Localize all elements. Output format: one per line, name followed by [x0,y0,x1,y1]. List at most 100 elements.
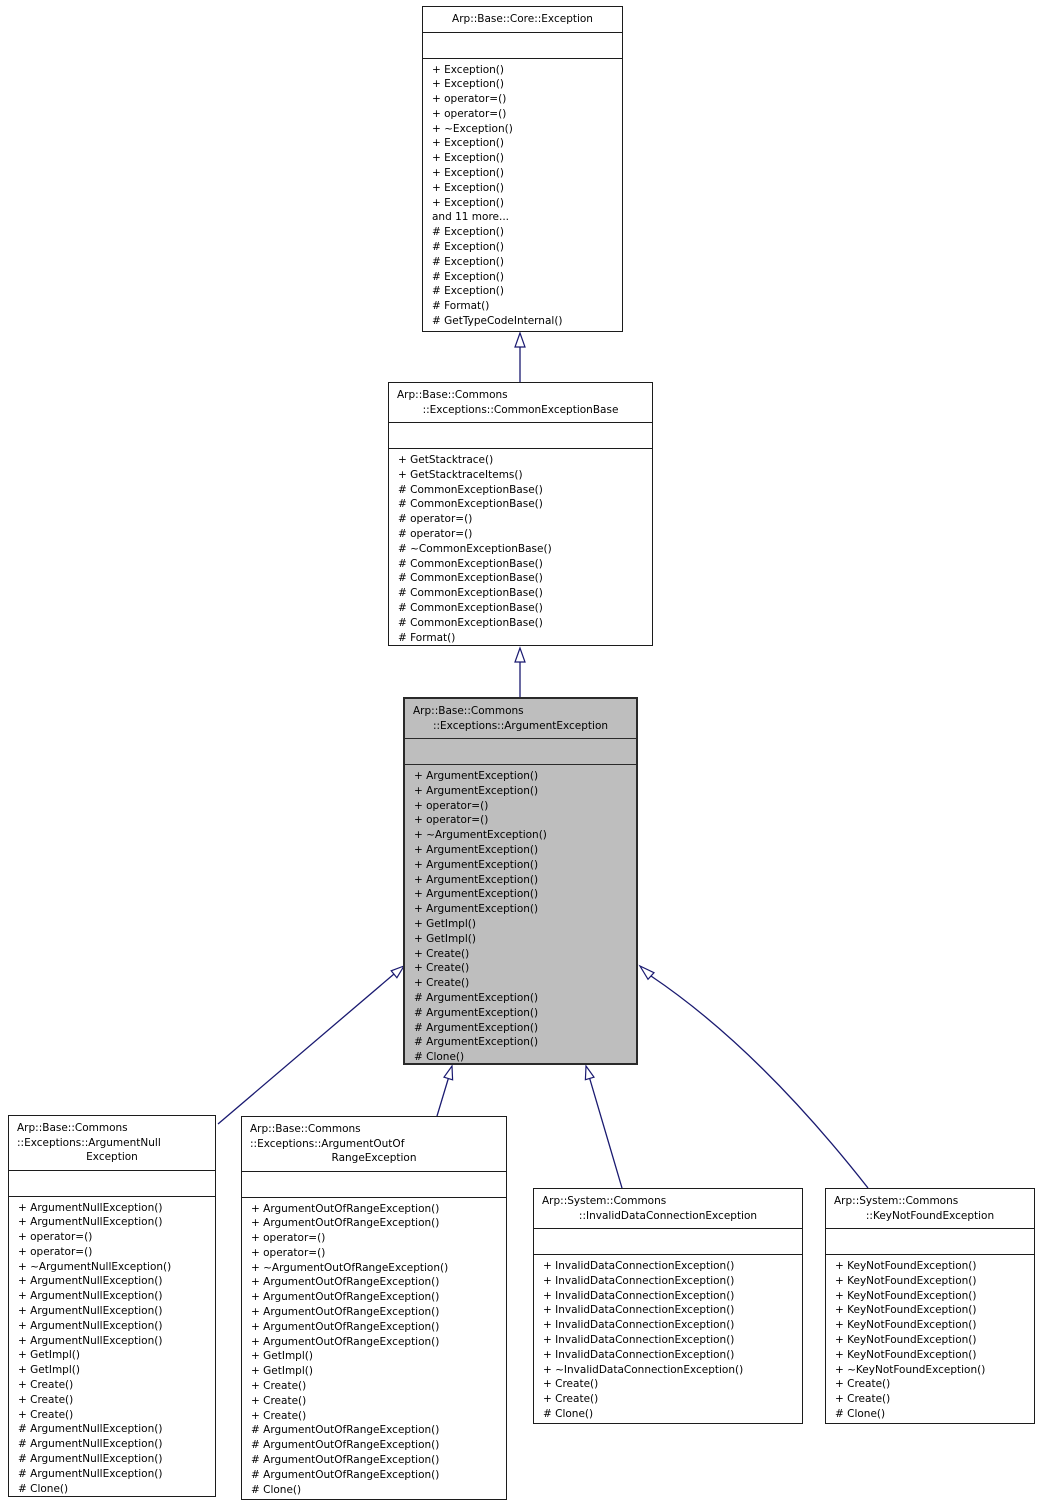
member-row: + ArgumentException() [414,888,539,901]
member-row: + ArgumentNullException() [18,1319,163,1332]
member-row: + Exception() [432,152,505,165]
member-row: # ArgumentException() [414,1006,539,1019]
member-row: + ~InvalidDataConnectionException() [543,1363,744,1376]
member-row: + Create() [18,1408,74,1421]
methods-section: + ArgumentNullException() + ArgumentNullE… [9,1197,215,1497]
class-box-argument-exception[interactable]: Arp::Base::Commons::Exceptions::Argument… [403,697,638,1065]
member-row: + KeyNotFoundException() [835,1289,977,1302]
class-title-line: ::Exceptions::ArgumentOutOf [250,1137,405,1150]
inheritance-arrowhead [390,964,406,979]
member-row: + ArgumentOutOfRangeException() [251,1306,440,1319]
class-box-argument-out-of-range-exception[interactable]: Arp::Base::Commons::Exceptions::Argument… [241,1116,507,1500]
class-box-argument-null-exception[interactable]: Arp::Base::Commons::Exceptions::Argument… [8,1115,216,1497]
member-row: # Clone() [835,1407,886,1420]
member-row: + InvalidDataConnectionException() [543,1260,735,1272]
member-row: # Clone() [18,1482,69,1495]
inheritance-edge-keynotfound-to-argument [650,975,869,1189]
member-row: + ArgumentException() [414,858,539,871]
member-row: + ArgumentOutOfRangeException() [251,1335,440,1348]
member-row: # CommonExceptionBase() [398,587,543,600]
member-row: + operator=() [414,799,489,812]
class-box-key-not-found-exception[interactable]: Arp::System::Commons::KeyNotFoundExcepti… [825,1188,1035,1424]
class-title-line: Arp::Base::Commons [250,1123,361,1135]
inheritance-arrowhead [584,1064,595,1081]
member-row: + GetImpl() [251,1365,313,1378]
member-row: + ~Exception() [432,122,513,135]
member-row: + Create() [251,1380,307,1393]
member-row: # GetTypeCodeInternal() [432,315,563,328]
member-row: + Create() [18,1393,74,1406]
class-title-line: Arp::System::Commons [834,1195,959,1207]
member-row: + operator=() [251,1246,326,1259]
member-row: + InvalidDataConnectionException() [543,1304,735,1317]
class-title: Arp::System::Commons::InvalidDataConnect… [534,1189,802,1229]
class-box-exception[interactable]: Arp::Base::Core::Exception + Exception()… [422,6,623,332]
member-row: # Clone() [543,1407,594,1420]
member-row: + operator=() [432,93,507,106]
member-row: + KeyNotFoundException() [835,1304,977,1317]
member-row: # operator=() [398,513,473,526]
member-row: + Create() [414,962,470,975]
member-row: + operator=() [18,1231,93,1244]
class-title: Arp::Base::Commons::Exceptions::CommonEx… [389,383,652,423]
class-title-line: ::Exceptions::CommonExceptionBase [422,403,619,416]
member-row: + KeyNotFoundException() [835,1333,977,1346]
class-box-invalid-data-connection-exception[interactable]: Arp::System::Commons::InvalidDataConnect… [533,1188,803,1424]
inheritance-edge-argnull-to-argument [217,973,395,1125]
member-row: # Exception() [432,255,505,268]
inheritance-arrowhead [514,331,526,348]
member-row: + ArgumentNullException() [18,1216,163,1229]
member-row: + Exception() [432,137,505,150]
class-title: Arp::Base::Commons::Exceptions::Argument… [9,1116,215,1171]
member-row: # ArgumentException() [414,1036,539,1049]
attributes-section-empty [534,1229,802,1255]
member-row: + Create() [543,1393,599,1406]
member-row: # ArgumentNullException() [18,1423,163,1436]
member-row: + ~ArgumentNullException() [18,1260,172,1273]
member-row: + Create() [414,947,470,960]
member-row: # Exception() [432,270,505,283]
attributes-section-empty [423,33,622,59]
class-box-common-exception-base[interactable]: Arp::Base::Commons::Exceptions::CommonEx… [388,382,653,646]
attributes-section-empty [242,1172,506,1198]
methods-section: + Exception() + Exception() + operator=() +… [423,59,622,332]
member-row: + GetStacktraceItems() [398,468,523,481]
member-row: # ArgumentException() [414,991,539,1004]
member-row: # CommonExceptionBase() [398,616,543,629]
member-row: + InvalidDataConnectionException() [543,1274,735,1287]
methods-section: + KeyNotFoundException() + KeyNotFoundExc… [826,1255,1034,1423]
member-row: # Format() [432,300,490,313]
member-row: + ArgumentNullException() [18,1201,163,1214]
member-row: # Format() [398,631,456,644]
member-row: + Exception() [432,167,505,180]
member-row: # ArgumentOutOfRangeException() [251,1424,440,1437]
member-row: + operator=() [414,814,489,827]
member-row: + ArgumentOutOfRangeException() [251,1276,440,1289]
member-row: + ArgumentNullException() [18,1290,163,1303]
member-row: + GetImpl() [251,1350,313,1363]
member-row: # Clone() [251,1483,302,1496]
member-row: + Create() [251,1409,307,1422]
member-row: + KeyNotFoundException() [835,1348,977,1361]
class-title: Arp::Base::Commons::Exceptions::Argument… [242,1117,506,1172]
class-title-line: Arp::Base::Commons [397,389,508,401]
class-title-line: Exception [86,1151,138,1163]
member-row: # ArgumentOutOfRangeException() [251,1468,440,1481]
member-row: + GetImpl() [18,1364,80,1377]
member-row: + KeyNotFoundException() [835,1274,977,1287]
member-row: + InvalidDataConnectionException() [543,1348,735,1361]
attributes-section-empty [9,1171,215,1197]
member-row: + InvalidDataConnectionException() [543,1289,735,1302]
inheritance-edge-invaliddata-to-argument [589,1078,623,1189]
member-row: + Create() [18,1379,74,1392]
member-row: + operator=() [251,1232,326,1245]
member-row: # CommonExceptionBase() [398,601,543,614]
member-row: # ArgumentOutOfRangeException() [251,1454,440,1467]
member-row: + operator=() [18,1245,93,1258]
member-row: # ~CommonExceptionBase() [398,542,552,555]
member-row: + Create() [835,1378,891,1391]
inheritance-edge-argoutofrange-to-argument [436,1078,449,1117]
class-title-line: Arp::System::Commons [542,1195,667,1207]
